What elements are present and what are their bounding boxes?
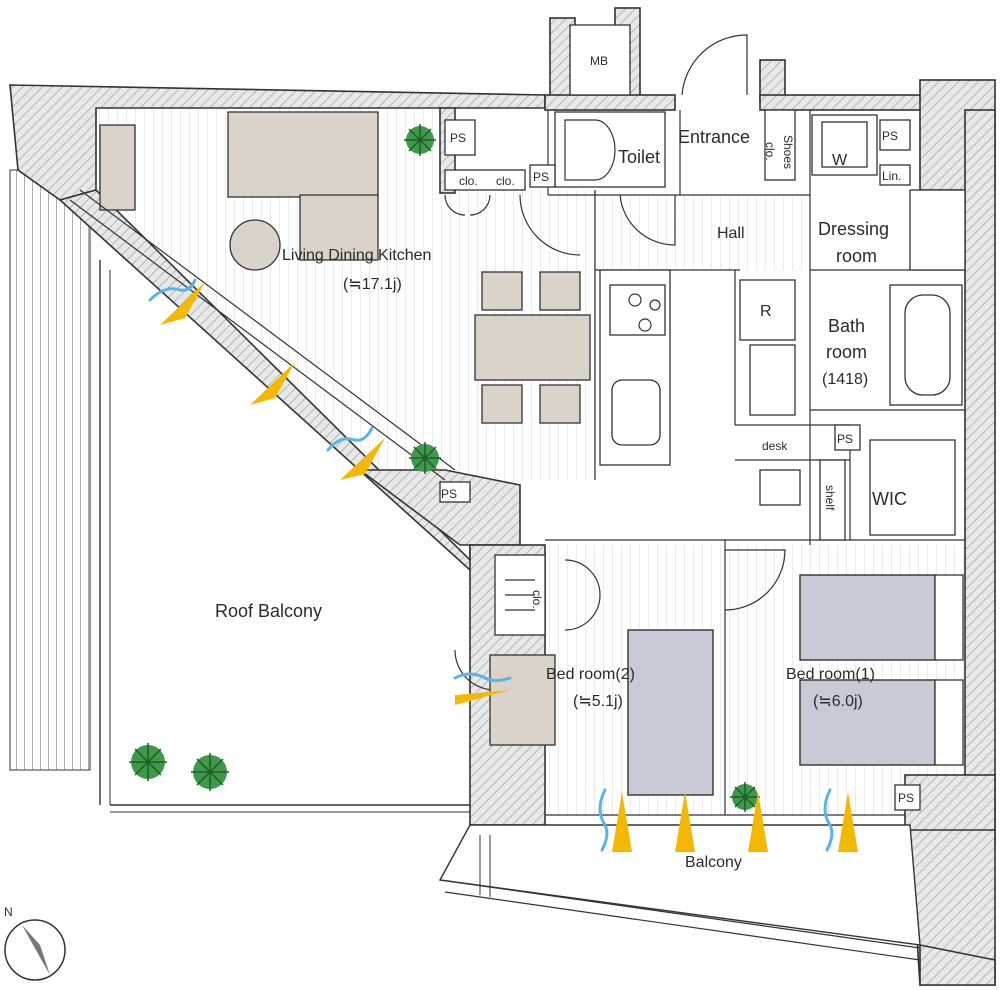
fixtures: [439, 24, 966, 811]
plant-icon: [129, 743, 167, 781]
ps-label: PS: [882, 129, 898, 143]
shoes-clo-label: clo.: [763, 142, 777, 161]
balcony-label: Balcony: [685, 854, 742, 871]
airflow-markers: [148, 278, 858, 852]
diagonal-window: [69, 189, 456, 481]
clo-label: clo.: [459, 174, 478, 188]
shelf-label: shelf: [823, 485, 837, 511]
ps-label: PS: [898, 791, 914, 805]
clo-label: clo.: [496, 174, 515, 188]
roof-balcony-label: Roof Balcony: [215, 601, 322, 621]
plant-icon: [404, 124, 436, 156]
plant-icon: [191, 753, 229, 791]
wic-label: WIC: [872, 489, 907, 509]
room-labels: MB Entrance Toilet Shoes clo. PS PS PS P…: [215, 54, 914, 871]
hall-label: Hall: [717, 225, 745, 242]
bed2-label: Bed room(2): [546, 666, 635, 683]
bed1-area-label: (≒6.0j): [813, 693, 863, 710]
plant-icon: [409, 442, 441, 474]
balcony-strip: [438, 824, 996, 986]
bath-size-label: (1418): [822, 371, 868, 388]
lin-label: Lin.: [882, 169, 901, 183]
w-label: W: [832, 152, 848, 169]
ldk-area-label: (≒17.1j): [343, 276, 402, 293]
r-label: R: [760, 303, 772, 320]
bath-label-2: room: [826, 342, 867, 362]
ps-label: PS: [441, 487, 457, 501]
shoes-label: Shoes: [781, 135, 795, 169]
north-label: N: [4, 905, 13, 919]
floor-areas: [96, 108, 965, 815]
desk-label: desk: [762, 439, 788, 453]
plant-icon: [730, 782, 760, 812]
dressing-label-1: Dressing: [818, 219, 889, 239]
mb-label: MB: [590, 54, 608, 68]
ps-label: PS: [450, 131, 466, 145]
ps-label: PS: [837, 432, 853, 446]
ps-label: PS: [533, 170, 549, 184]
bath-label-1: Bath: [828, 316, 865, 336]
toilet-label: Toilet: [618, 147, 660, 167]
walls: [9, 7, 996, 986]
plants: [129, 124, 760, 812]
furniture: [99, 111, 964, 796]
ldk-label: Living Dining Kitchen: [282, 247, 431, 264]
doors: [444, 34, 786, 691]
roof-balcony-railing: [9, 169, 470, 813]
entrance-label: Entrance: [678, 127, 750, 147]
sun-icon: [160, 282, 858, 852]
bed2-area-label: (≒5.1j): [573, 693, 623, 710]
clo-label: clo.: [530, 590, 544, 609]
dressing-label-2: room: [836, 246, 877, 266]
bed1-label: Bed room(1): [786, 666, 875, 683]
north-compass: N: [4, 905, 66, 981]
breeze-icon: [148, 278, 834, 852]
